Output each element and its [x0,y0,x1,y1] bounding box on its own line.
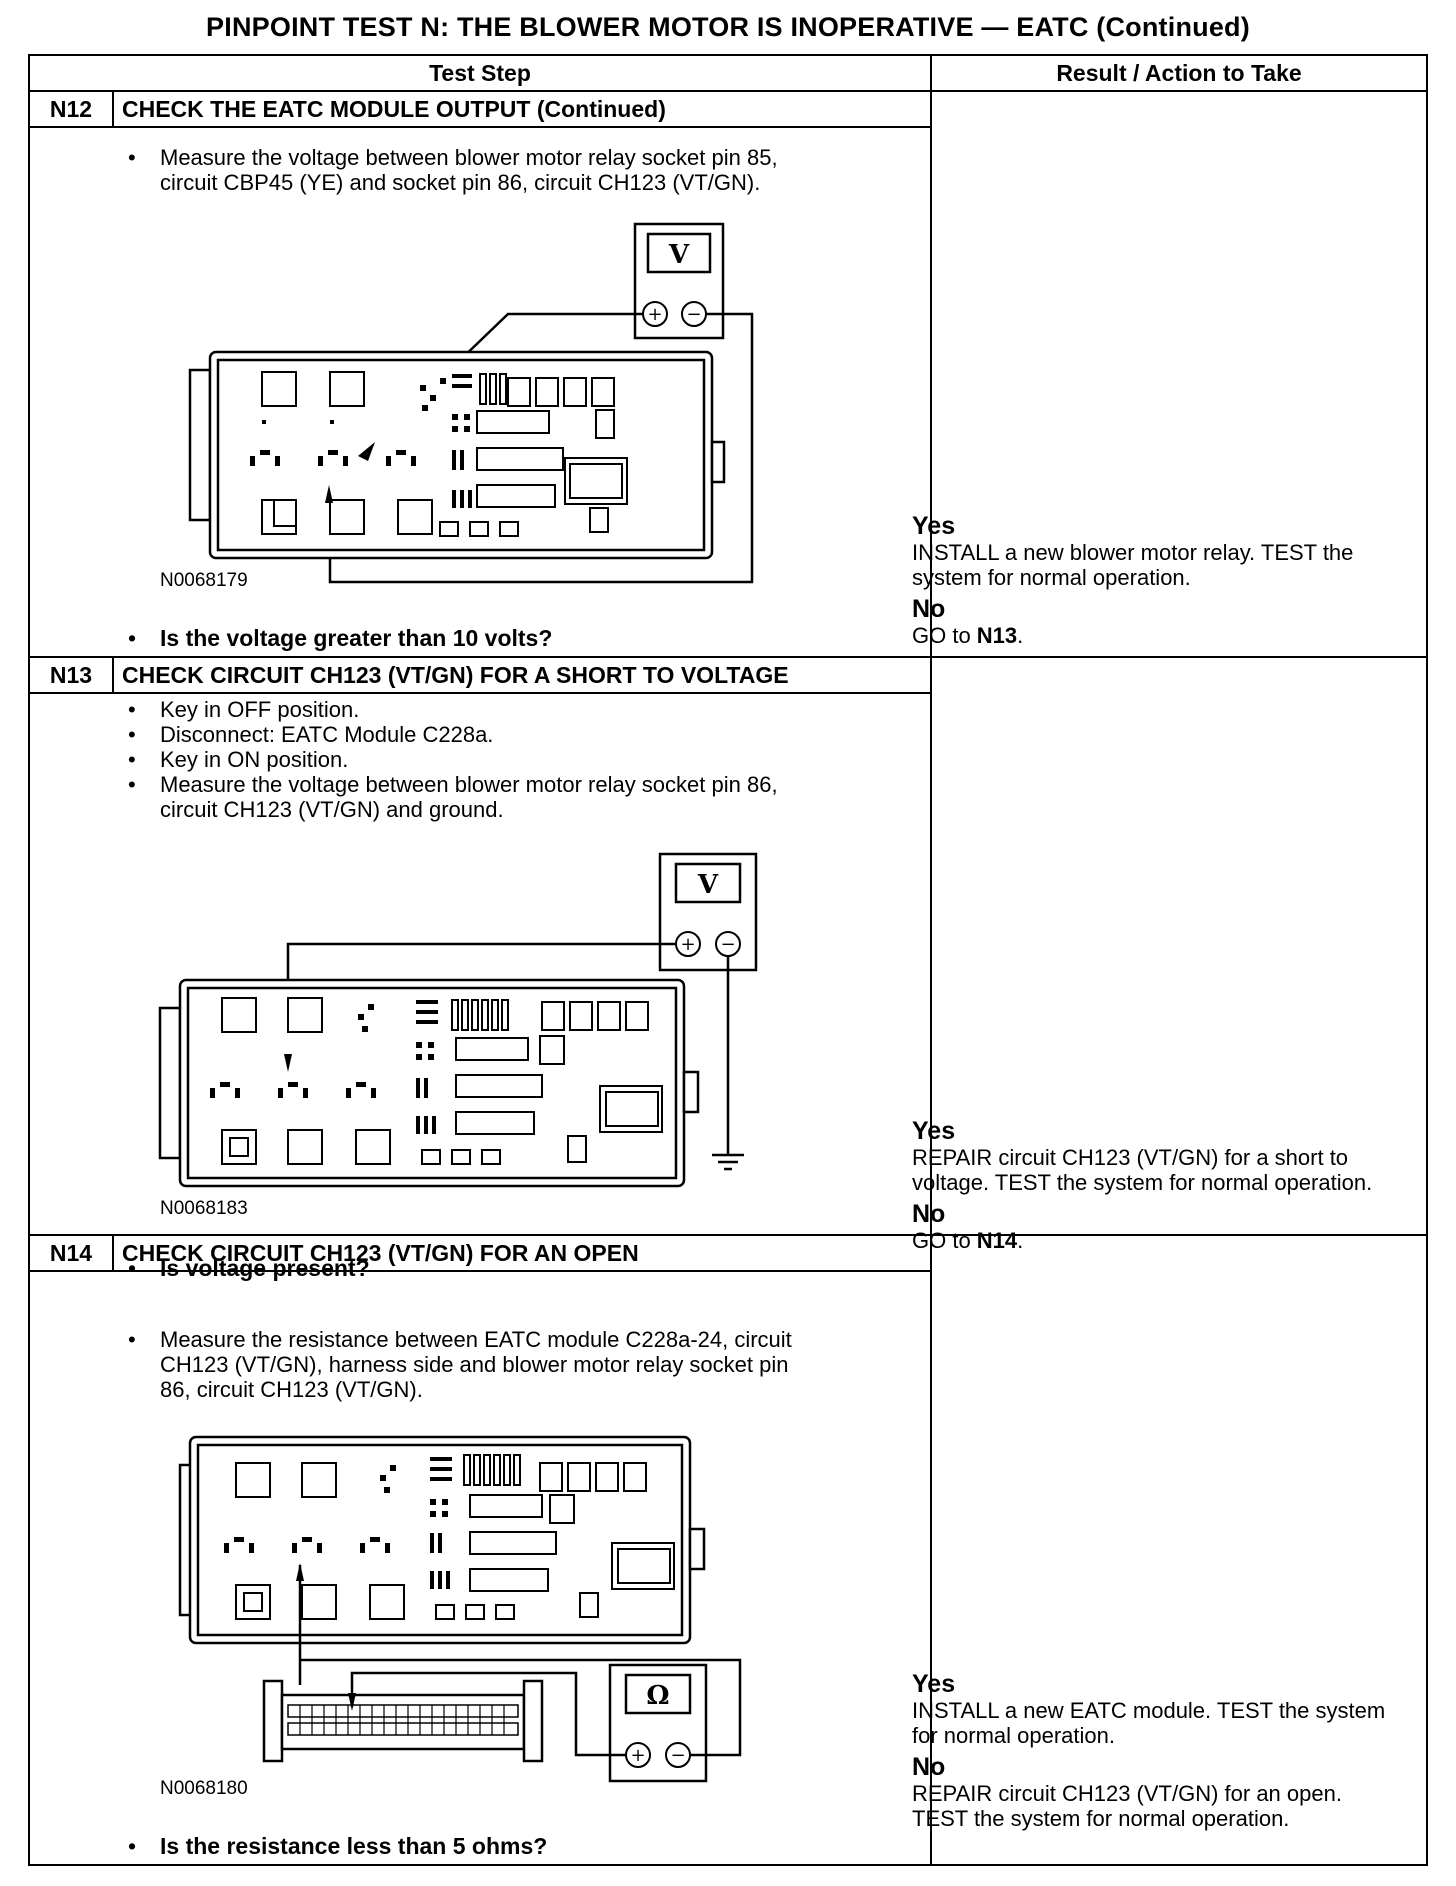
step-id: N12 [49,96,93,122]
no-label: No [912,595,946,623]
step-instructions: Measure the voltage between blower motor… [120,145,920,195]
instruction-item: Measure the voltage between blower motor… [120,145,920,195]
step-title: CHECK THE EATC MODULE OUTPUT (Continued) [122,96,666,122]
step-title: CHECK CIRCUIT CH123 (VT/GN) FOR A SHORT … [122,662,789,688]
meter-symbol: Ω [646,1681,669,1711]
svg-text:+: + [630,1745,645,1766]
column-header-result: Result / Action to Take [1056,60,1302,86]
instruction-item: Key in ON position. [120,747,920,772]
step-question: Is the resistance less than 5 ohms? [120,1833,547,1860]
svg-text:−: − [720,934,735,955]
step-id: N13 [49,662,93,688]
fuse-box-voltage-diagram: V + − [188,222,754,584]
yes-action: INSTALL a new EATC module. TEST the syst… [912,1698,1386,1748]
step-instructions: Measure the resistance between EATC modu… [120,1327,920,1402]
step-result: Yes REPAIR circuit CH123 (VT/GN) for a s… [912,1118,1392,1259]
yes-action: REPAIR circuit CH123 (VT/GN) for a short… [912,1145,1373,1195]
step-question: Is voltage present? [120,1255,370,1282]
instruction-item: Measure the resistance between EATC modu… [120,1327,920,1402]
svg-text:−: − [670,1745,685,1766]
instruction-item: Key in OFF position. [120,697,920,722]
yes-label: Yes [912,1670,956,1698]
figure-code: N0068180 [160,1778,248,1799]
figure-code: N0068179 [160,570,248,591]
step-id: N14 [49,1240,93,1266]
fuse-box-ground-diagram: V + − [158,852,758,1188]
step-instructions: Key in OFF position. Disconnect: EATC Mo… [120,697,920,822]
instruction-item: Disconnect: EATC Module C228a. [120,722,920,747]
no-label: No [912,1753,946,1781]
fuse-box-resistance-diagram: Ω + − [178,1435,742,1783]
instruction-item: Measure the voltage between blower motor… [120,772,920,822]
column-header-test-step: Test Step [429,60,531,86]
page-title: PINPOINT TEST N: THE BLOWER MOTOR IS INO… [206,12,1250,42]
svg-text:+: + [647,304,662,325]
yes-label: Yes [912,1117,956,1145]
step-result: Yes INSTALL a new blower motor relay. TE… [912,513,1392,654]
no-action: GO to N13. [912,623,1024,648]
meter-symbol: V [668,240,690,270]
pinpoint-test-table: Test Step Result / Action to Take N12 CH… [28,54,1428,1866]
svg-text:−: − [686,304,701,325]
yes-action: INSTALL a new blower motor relay. TEST t… [912,540,1354,590]
meter-symbol: V [697,870,719,900]
step-result: Yes INSTALL a new EATC module. TEST the … [912,1671,1392,1837]
step-question: Is the voltage greater than 10 volts? [120,625,552,652]
no-action: REPAIR circuit CH123 (VT/GN) for an open… [912,1781,1342,1831]
no-label: No [912,1200,946,1228]
figure-code: N0068183 [160,1198,248,1219]
yes-label: Yes [912,512,956,540]
svg-text:+: + [680,934,695,955]
no-action: GO to N14. [912,1228,1024,1253]
